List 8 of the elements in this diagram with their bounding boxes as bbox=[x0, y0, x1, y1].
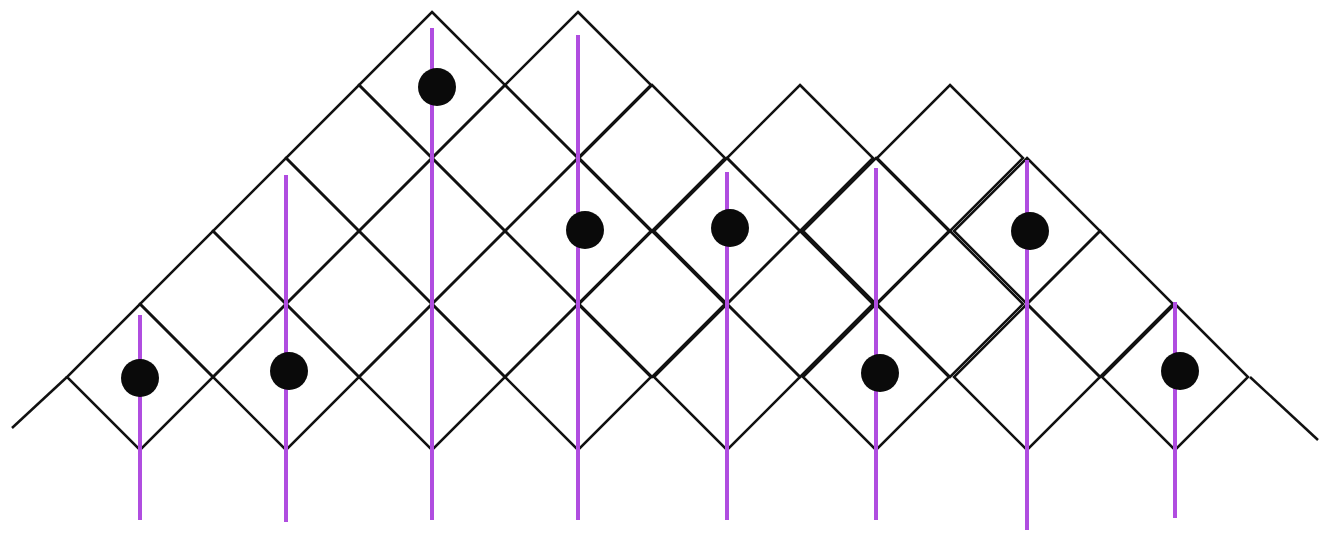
dot bbox=[1160, 351, 1200, 391]
dot bbox=[120, 358, 160, 398]
dot bbox=[710, 208, 750, 248]
dot bbox=[565, 210, 605, 250]
dot bbox=[1010, 211, 1050, 251]
dot bbox=[417, 67, 457, 107]
dot bbox=[269, 351, 309, 391]
dot bbox=[860, 353, 900, 393]
